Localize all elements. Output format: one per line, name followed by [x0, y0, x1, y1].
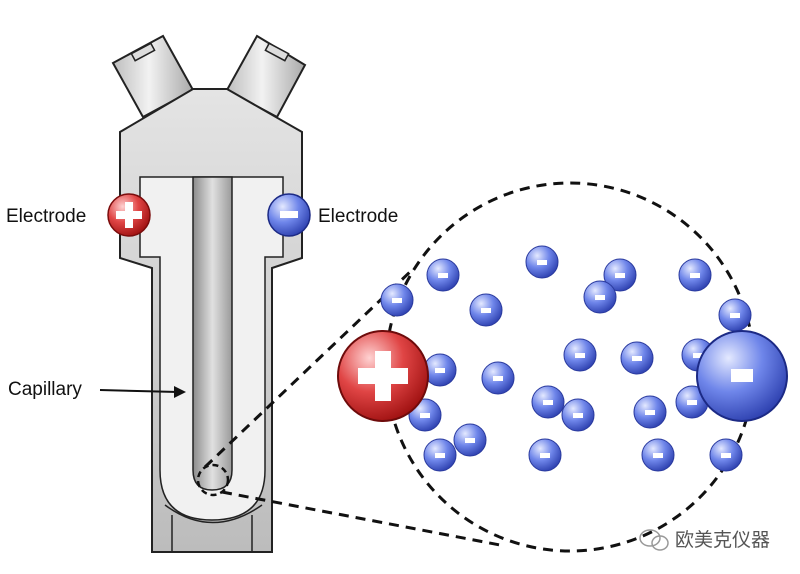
negative-ion	[561, 398, 595, 432]
negative-ion	[531, 385, 565, 419]
small-negative-ions	[380, 245, 752, 472]
negative-electrode	[267, 193, 311, 237]
negative-ion	[528, 438, 562, 472]
positive-electrode	[107, 193, 151, 237]
negative-ion	[423, 438, 457, 472]
negative-ion	[453, 423, 487, 457]
negative-ion	[525, 245, 559, 279]
negative-ion	[718, 298, 752, 332]
wechat-icon	[639, 529, 669, 551]
negative-ion	[408, 398, 442, 432]
negative-ion	[563, 338, 597, 372]
large-positive-ion	[337, 330, 429, 422]
negative-ion	[709, 438, 743, 472]
negative-ion	[423, 353, 457, 387]
capillary-device	[111, 34, 307, 553]
negative-ion	[481, 361, 515, 395]
capillary-label: Capillary	[8, 379, 82, 400]
negative-ion	[603, 258, 637, 292]
watermark: 欧美克仪器	[639, 529, 770, 551]
negative-ion	[469, 293, 503, 327]
electrode-left-label: Electrode	[6, 206, 86, 227]
capillary-arrow	[99, 386, 186, 398]
negative-ion	[641, 438, 675, 472]
capillary-tube	[192, 176, 233, 491]
large-negative-ion	[696, 330, 788, 422]
watermark-text: 欧美克仪器	[675, 529, 770, 551]
negative-ion	[583, 280, 617, 314]
negative-ion	[678, 258, 712, 292]
negative-ion	[380, 283, 414, 317]
negative-ion	[633, 395, 667, 429]
negative-ion	[426, 258, 460, 292]
negative-ion	[620, 341, 654, 375]
electrode-right-label: Electrode	[318, 206, 398, 227]
